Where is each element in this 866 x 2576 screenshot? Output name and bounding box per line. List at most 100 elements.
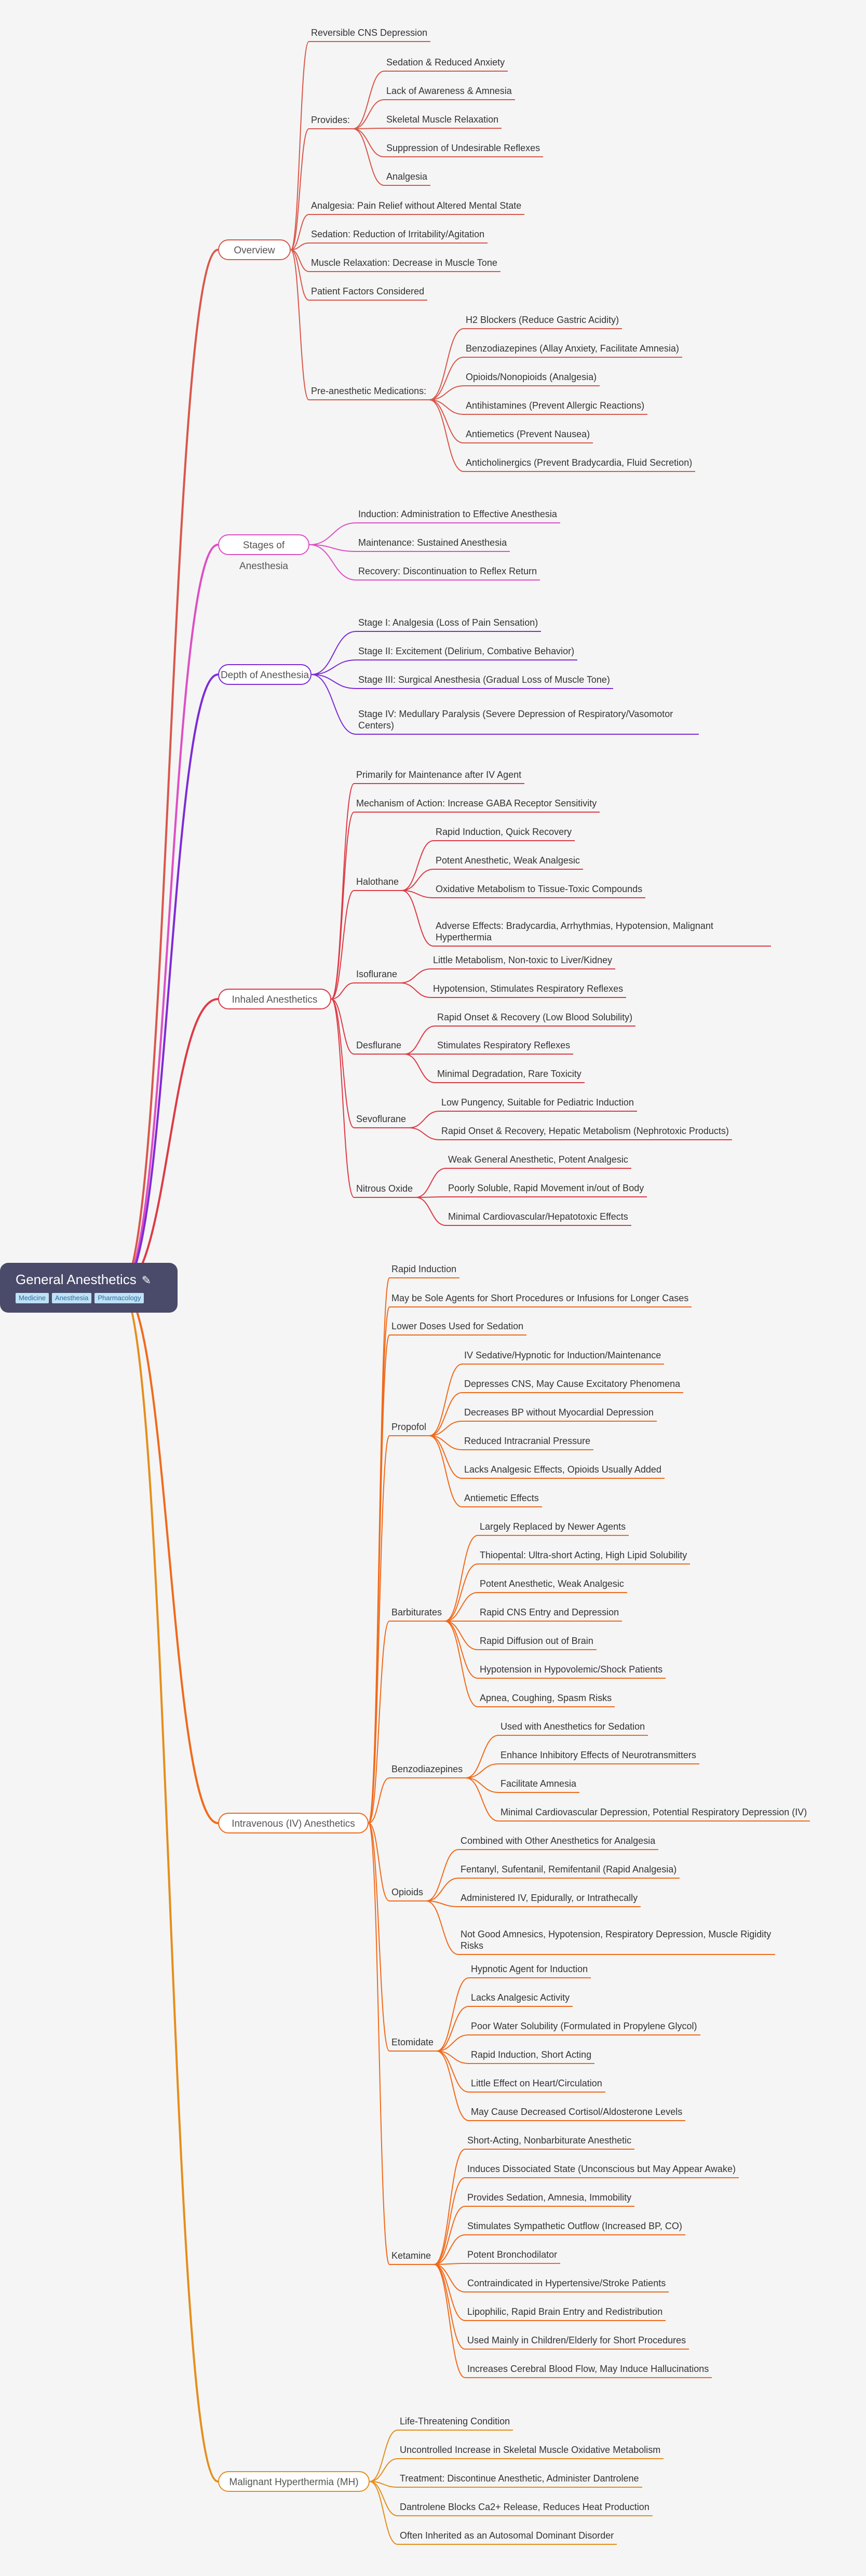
leaf-antiemetics-prevent-nausea[interactable]: Antiemetics (Prevent Nausea) [466, 429, 590, 439]
leaf-potent-bronchodilator[interactable]: Potent Bronchodilator [467, 2249, 558, 2260]
leaf-benzodiazepines-allay-anxiety-facilitate[interactable]: Benzodiazepines (Allay Anxiety, Facilita… [466, 343, 679, 354]
leaf-anticholinergics-prevent-bradycardia-flu[interactable]: Anticholinergics (Prevent Bradycardia, F… [466, 457, 693, 468]
root-node[interactable]: General Anesthetics✎ Medicine Anesthesia… [0, 1263, 178, 1313]
leaf-stimulates-respiratory-reflexes[interactable]: Stimulates Respiratory Reflexes [437, 1040, 571, 1050]
leaf-antihistamines-prevent-allergic-reaction[interactable]: Antihistamines (Prevent Allergic Reactio… [466, 400, 645, 411]
leaf-potent-anesthetic-weak-analgesic[interactable]: Potent Anesthetic, Weak Analgesic [480, 1579, 624, 1589]
tag-anesthesia[interactable]: Anesthesia [52, 1293, 92, 1303]
leaf-thiopental-ultra-short-acting-high-lipid[interactable]: Thiopental: Ultra-short Acting, High Lip… [480, 1550, 687, 1560]
leaf-rapid-induction-quick-recovery[interactable]: Rapid Induction, Quick Recovery [436, 827, 572, 837]
leaf-administered-iv-epidurally-or-intratheca[interactable]: Administered IV, Epidurally, or Intrathe… [461, 1893, 638, 1903]
leaf-facilitate-amnesia[interactable]: Facilitate Amnesia [500, 1778, 577, 1789]
branch-overview[interactable]: Overview [218, 239, 291, 260]
leaf-lower-doses-used-for-sedation[interactable]: Lower Doses Used for Sedation [391, 1321, 524, 1331]
group-sevoflurane[interactable]: Sevoflurane [356, 1114, 407, 1124]
leaf-reduced-intracranial-pressure[interactable]: Reduced Intracranial Pressure [464, 1436, 591, 1446]
leaf-little-effect-on-heart-circulation[interactable]: Little Effect on Heart/Circulation [471, 2078, 602, 2088]
leaf-sedation-reduced-anxiety[interactable]: Sedation & Reduced Anxiety [386, 57, 505, 68]
leaf-analgesia-pain-relief-without-altered-mental-state[interactable]: Analgesia: Pain Relief without Altered M… [311, 200, 522, 211]
leaf-primarily-for-maintenance-after-iv-agent[interactable]: Primarily for Maintenance after IV Agent [356, 770, 522, 780]
group-pre-anesthetic-medications[interactable]: Pre-anesthetic Medications: [311, 386, 427, 396]
leaf-lacks-analgesic-activity[interactable]: Lacks Analgesic Activity [471, 1992, 570, 2003]
leaf-may-be-sole-agents-for-short-procedures-or-infusions-for-longer-cases[interactable]: May be Sole Agents for Short Procedures … [391, 1293, 689, 1303]
group-ketamine[interactable]: Ketamine [391, 2250, 431, 2261]
leaf-treatment-discontinue-anesthetic-administer-dantrolene[interactable]: Treatment: Discontinue Anesthetic, Admin… [400, 2473, 639, 2484]
leaf-muscle-relaxation-decrease-in-muscle-tone[interactable]: Muscle Relaxation: Decrease in Muscle To… [311, 258, 497, 268]
branch-stages-of-anesthesia[interactable]: Stages of Anesthesia [218, 534, 309, 572]
leaf-fentanyl-sufentanil-remifentanil-rapid-a[interactable]: Fentanyl, Sufentanil, Remifentanil (Rapi… [461, 1864, 677, 1874]
leaf-stage-i-analgesia-loss-of-pain-sensation[interactable]: Stage I: Analgesia (Loss of Pain Sensati… [358, 617, 538, 628]
leaf-stage-ii-excitement-delirium-combative-behavior[interactable]: Stage II: Excitement (Delirium, Combativ… [358, 646, 575, 656]
leaf-short-acting-nonbarbiturate-anesthetic[interactable]: Short-Acting, Nonbarbiturate Anesthetic [467, 2135, 632, 2146]
branch-intravenous-iv-anesthetics[interactable]: Intravenous (IV) Anesthetics [218, 1813, 369, 1833]
leaf-skeletal-muscle-relaxation[interactable]: Skeletal Muscle Relaxation [386, 114, 499, 125]
leaf-increases-cerebral-blood-flow-may-induce[interactable]: Increases Cerebral Blood Flow, May Induc… [467, 2364, 709, 2374]
leaf-minimal-cardiovascular-depression-potent[interactable]: Minimal Cardiovascular Depression, Poten… [500, 1807, 807, 1817]
leaf-h2-blockers-reduce-gastric-acidity[interactable]: H2 Blockers (Reduce Gastric Acidity) [466, 315, 619, 325]
leaf-combined-with-other-anesthetics-for-anal[interactable]: Combined with Other Anesthetics for Anal… [461, 1836, 656, 1846]
leaf-little-metabolism-non-toxic-to-liver-kid[interactable]: Little Metabolism, Non-toxic to Liver/Ki… [433, 955, 613, 965]
leaf-rapid-onset-recovery-hepatic-metabolism-[interactable]: Rapid Onset & Recovery, Hepatic Metaboli… [441, 1126, 729, 1136]
group-desflurane[interactable]: Desflurane [356, 1040, 402, 1050]
leaf-may-cause-decreased-cortisol-aldosterone[interactable]: May Cause Decreased Cortisol/Aldosterone… [471, 2107, 683, 2117]
leaf-depresses-cns-may-cause-excitatory-pheno[interactable]: Depresses CNS, May Cause Excitatory Phen… [464, 1379, 681, 1389]
leaf-stage-iv-medullary-paralysis-severe-depression-of-respiratory-vasomotor-centers[interactable]: Stage IV: Medullary Paralysis (Severe De… [358, 709, 673, 731]
group-benzodiazepines[interactable]: Benzodiazepines [391, 1764, 463, 1774]
leaf-mechanism-of-action-increase-gaba-receptor-sensitivity[interactable]: Mechanism of Action: Increase GABA Recep… [356, 798, 597, 808]
tag-pharmacology[interactable]: Pharmacology [94, 1293, 144, 1303]
leaf-minimal-degradation-rare-toxicity[interactable]: Minimal Degradation, Rare Toxicity [437, 1069, 581, 1079]
leaf-rapid-induction[interactable]: Rapid Induction [391, 1264, 457, 1274]
leaf-decreases-bp-without-myocardial-depressi[interactable]: Decreases BP without Myocardial Depressi… [464, 1407, 654, 1418]
leaf-induces-dissociated-state-unconscious-bu[interactable]: Induces Dissociated State (Unconscious b… [467, 2164, 736, 2174]
leaf-opioids-nonopioids-analgesia[interactable]: Opioids/Nonopioids (Analgesia) [466, 372, 597, 382]
group-propofol[interactable]: Propofol [391, 1422, 427, 1432]
leaf-sedation-reduction-of-irritability-agitation[interactable]: Sedation: Reduction of Irritability/Agit… [311, 229, 485, 239]
leaf-rapid-diffusion-out-of-brain[interactable]: Rapid Diffusion out of Brain [480, 1636, 593, 1646]
leaf-often-inherited-as-an-autosomal-dominant-disorder[interactable]: Often Inherited as an Autosomal Dominant… [400, 2530, 614, 2541]
leaf-largely-replaced-by-newer-agents[interactable]: Largely Replaced by Newer Agents [480, 1521, 626, 1532]
leaf-rapid-induction-short-acting[interactable]: Rapid Induction, Short Acting [471, 2049, 592, 2060]
leaf-stimulates-sympathetic-outflow-increased[interactable]: Stimulates Sympathetic Outflow (Increase… [467, 2221, 682, 2231]
leaf-maintenance-sustained-anesthesia[interactable]: Maintenance: Sustained Anesthesia [358, 537, 507, 548]
leaf-hypnotic-agent-for-induction[interactable]: Hypnotic Agent for Induction [471, 1964, 588, 1974]
leaf-hypotension-stimulates-respiratory-refle[interactable]: Hypotension, Stimulates Respiratory Refl… [433, 983, 624, 994]
leaf-poorly-soluble-rapid-movement-in-out-of-[interactable]: Poorly Soluble, Rapid Movement in/out of… [448, 1183, 644, 1193]
leaf-enhance-inhibitory-effects-of-neurotrans[interactable]: Enhance Inhibitory Effects of Neurotrans… [500, 1750, 696, 1760]
group-isoflurane[interactable]: Isoflurane [356, 969, 398, 979]
leaf-analgesia[interactable]: Analgesia [386, 171, 428, 182]
branch-malignant-hyperthermia-mh[interactable]: Malignant Hyperthermia (MH) [218, 2471, 370, 2492]
leaf-weak-general-anesthetic-potent-analgesic[interactable]: Weak General Anesthetic, Potent Analgesi… [448, 1154, 628, 1165]
leaf-poor-water-solubility-formulated-in-prop[interactable]: Poor Water Solubility (Formulated in Pro… [471, 2021, 697, 2031]
leaf-recovery-discontinuation-to-reflex-return[interactable]: Recovery: Discontinuation to Reflex Retu… [358, 566, 537, 576]
leaf-lacks-analgesic-effects-opioids-usually-[interactable]: Lacks Analgesic Effects, Opioids Usually… [464, 1464, 661, 1475]
leaf-rapid-onset-recovery-low-blood-solubilit[interactable]: Rapid Onset & Recovery (Low Blood Solubi… [437, 1012, 633, 1022]
leaf-iv-sedative-hypnotic-for-induction-maint[interactable]: IV Sedative/Hypnotic for Induction/Maint… [464, 1350, 661, 1360]
leaf-patient-factors-considered[interactable]: Patient Factors Considered [311, 286, 425, 296]
group-nitrous-oxide[interactable]: Nitrous Oxide [356, 1183, 413, 1194]
leaf-used-with-anesthetics-for-sedation[interactable]: Used with Anesthetics for Sedation [500, 1721, 645, 1732]
group-provides[interactable]: Provides: [311, 115, 350, 125]
leaf-used-mainly-in-children-elderly-for-shor[interactable]: Used Mainly in Children/Elderly for Shor… [467, 2335, 686, 2345]
leaf-reversible-cns-depression[interactable]: Reversible CNS Depression [311, 28, 428, 38]
leaf-uncontrolled-increase-in-skeletal-muscle-oxidative-metabolism[interactable]: Uncontrolled Increase in Skeletal Muscle… [400, 2445, 661, 2455]
leaf-induction-administration-to-effective-anesthesia[interactable]: Induction: Administration to Effective A… [358, 509, 557, 519]
leaf-rapid-cns-entry-and-depression[interactable]: Rapid CNS Entry and Depression [480, 1607, 619, 1617]
leaf-stage-iii-surgical-anesthesia-gradual-loss-of-muscle-tone[interactable]: Stage III: Surgical Anesthesia (Gradual … [358, 675, 610, 685]
pen-icon[interactable]: ✎ [141, 1274, 152, 1287]
leaf-minimal-cardiovascular-hepatotoxic-effec[interactable]: Minimal Cardiovascular/Hepatotoxic Effec… [448, 1211, 628, 1222]
leaf-antiemetic-effects[interactable]: Antiemetic Effects [464, 1493, 539, 1503]
leaf-provides-sedation-amnesia-immobility[interactable]: Provides Sedation, Amnesia, Immobility [467, 2192, 632, 2203]
leaf-suppression-of-undesirable-reflexes[interactable]: Suppression of Undesirable Reflexes [386, 143, 540, 153]
leaf-lipophilic-rapid-brain-entry-and-redistr[interactable]: Lipophilic, Rapid Brain Entry and Redist… [467, 2307, 663, 2317]
leaf-life-threatening-condition[interactable]: Life-Threatening Condition [400, 2416, 510, 2426]
leaf-apnea-coughing-spasm-risks[interactable]: Apnea, Coughing, Spasm Risks [480, 1693, 612, 1703]
branch-inhaled-anesthetics[interactable]: Inhaled Anesthetics [218, 989, 331, 1009]
leaf-low-pungency-suitable-for-pediatric-indu[interactable]: Low Pungency, Suitable for Pediatric Ind… [441, 1097, 634, 1108]
leaf-not-good-amnesics-hypotension-respirator[interactable]: Not Good Amnesics, Hypotension, Respirat… [461, 1929, 772, 1951]
group-barbiturates[interactable]: Barbiturates [391, 1607, 442, 1617]
leaf-lack-of-awareness-amnesia[interactable]: Lack of Awareness & Amnesia [386, 86, 512, 96]
group-halothane[interactable]: Halothane [356, 876, 399, 887]
leaf-contraindicated-in-hypertensive-stroke-p[interactable]: Contraindicated in Hypertensive/Stroke P… [467, 2278, 666, 2288]
leaf-adverse-effects-bradycardia-arrhythmias-[interactable]: Adverse Effects: Bradycardia, Arrhythmia… [436, 921, 713, 942]
tag-medicine[interactable]: Medicine [16, 1293, 49, 1303]
